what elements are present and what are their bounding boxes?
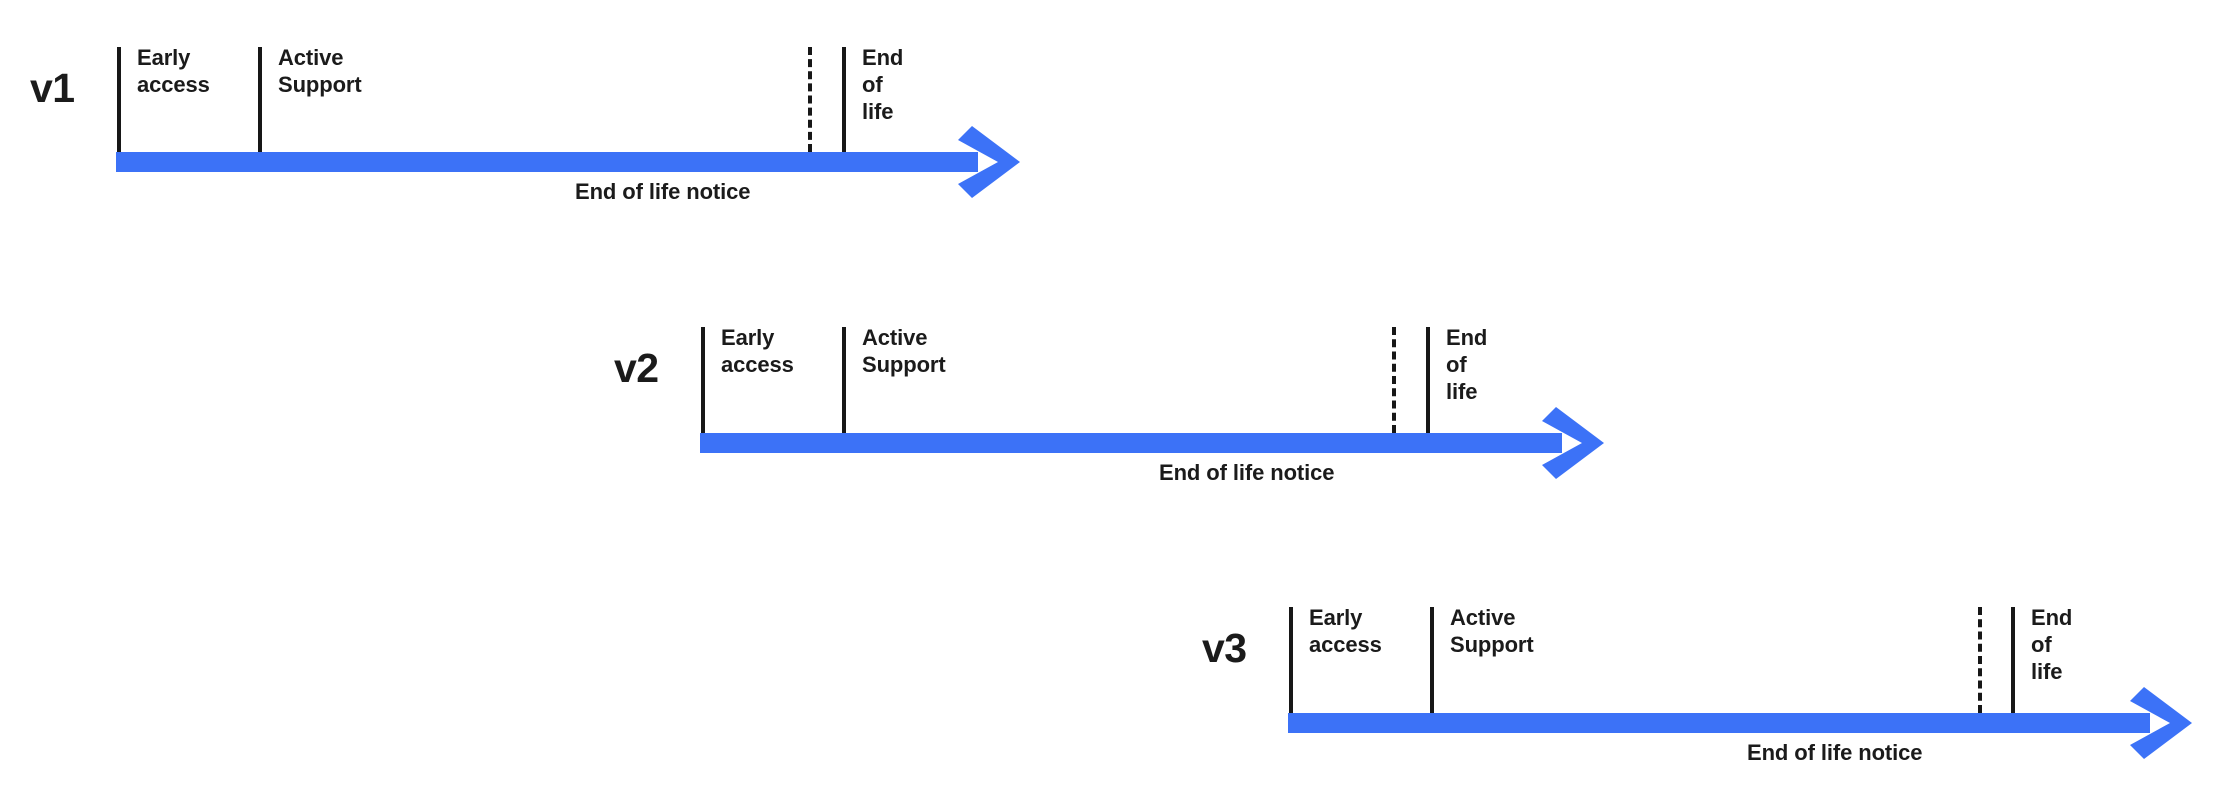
phase-label-early-access-v1: Early access <box>137 45 210 98</box>
divider-active-support-start-v1 <box>258 47 262 152</box>
divider-end-of-life-notice-v1 <box>808 47 812 152</box>
phase-label-early-access-v3: Early access <box>1309 605 1382 658</box>
phase-label-end-of-life-v3: End of life <box>2031 605 2073 685</box>
phase-label-active-support-v2: Active Support <box>862 325 946 378</box>
phase-label-active-support-v1: Active Support <box>278 45 362 98</box>
timeline-bar-v2 <box>700 433 1562 453</box>
divider-start-v2 <box>701 327 705 433</box>
end-of-life-notice-label-v3: End of life notice <box>1747 740 1923 765</box>
phase-label-end-of-life-v2: End of life <box>1446 325 1488 405</box>
divider-active-support-start-v3 <box>1430 607 1434 713</box>
end-of-life-notice-label-v2: End of life notice <box>1159 460 1335 485</box>
phase-label-active-support-v3: Active Support <box>1450 605 1534 658</box>
timeline-track-v1 <box>116 126 1020 198</box>
phase-label-end-of-life-v1: End of life <box>862 45 904 125</box>
version-label-v3: v3 <box>1202 625 1247 671</box>
divider-active-support-start-v2 <box>842 327 846 433</box>
divider-start-v3 <box>1289 607 1293 713</box>
timeline-arrow-head-v1 <box>958 124 1034 200</box>
timeline-track-v3 <box>1288 687 2192 759</box>
divider-start-v1 <box>117 47 121 152</box>
phase-label-early-access-v2: Early access <box>721 325 794 378</box>
timeline-track-v2 <box>700 407 1604 479</box>
divider-end-of-life-v1 <box>842 47 846 152</box>
divider-end-of-life-v2 <box>1426 327 1430 433</box>
timeline-arrow-head-v3 <box>2130 685 2206 761</box>
timeline-bar-v3 <box>1288 713 2150 733</box>
divider-end-of-life-notice-v3 <box>1978 607 1982 713</box>
version-label-v1: v1 <box>30 65 75 111</box>
version-label-v2: v2 <box>614 345 659 391</box>
end-of-life-notice-label-v1: End of life notice <box>575 179 751 204</box>
timeline-bar-v1 <box>116 152 978 172</box>
divider-end-of-life-v3 <box>2011 607 2015 713</box>
divider-end-of-life-notice-v2 <box>1392 327 1396 433</box>
timeline-arrow-head-v2 <box>1542 405 1618 481</box>
